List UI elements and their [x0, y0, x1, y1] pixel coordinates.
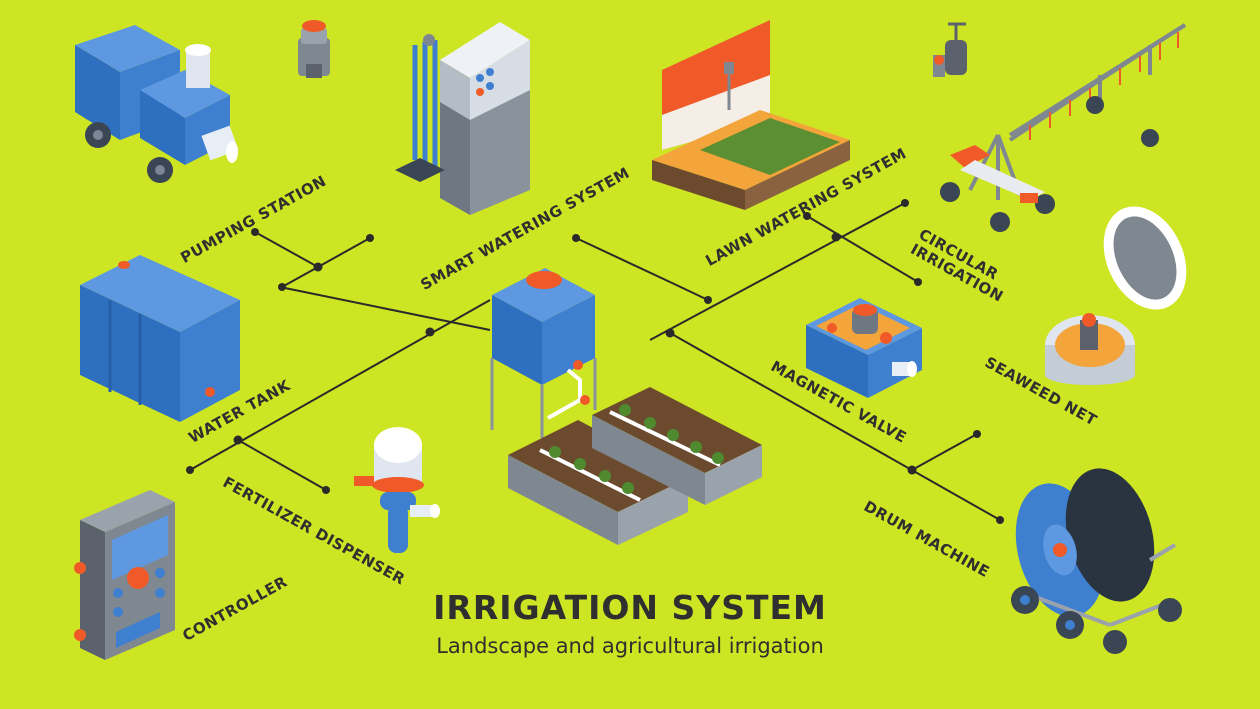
central-tank-bed-icon — [490, 268, 762, 545]
connector-nodes — [186, 199, 1004, 524]
lawn-watering-icon — [652, 20, 850, 210]
circular-irrigation-icon — [940, 23, 1187, 232]
water-tank-icon — [80, 255, 240, 422]
pumping-station-icon — [75, 25, 239, 183]
controller-icon — [74, 490, 175, 660]
small-sprinkler-icon — [933, 22, 967, 77]
drum-machine-icon — [1011, 468, 1182, 654]
magnetic-valve-icon — [806, 298, 922, 398]
small-valve-icon — [298, 20, 330, 78]
fertilizer-dispenser-icon — [354, 427, 440, 553]
page-title: IRRIGATION SYSTEM — [433, 588, 827, 627]
page-subtitle: Landscape and agricultural irrigation — [436, 634, 824, 658]
smart-watering-icon — [395, 22, 530, 215]
connector-lines — [189, 202, 1001, 521]
seaweed-net-icon — [1045, 206, 1187, 385]
